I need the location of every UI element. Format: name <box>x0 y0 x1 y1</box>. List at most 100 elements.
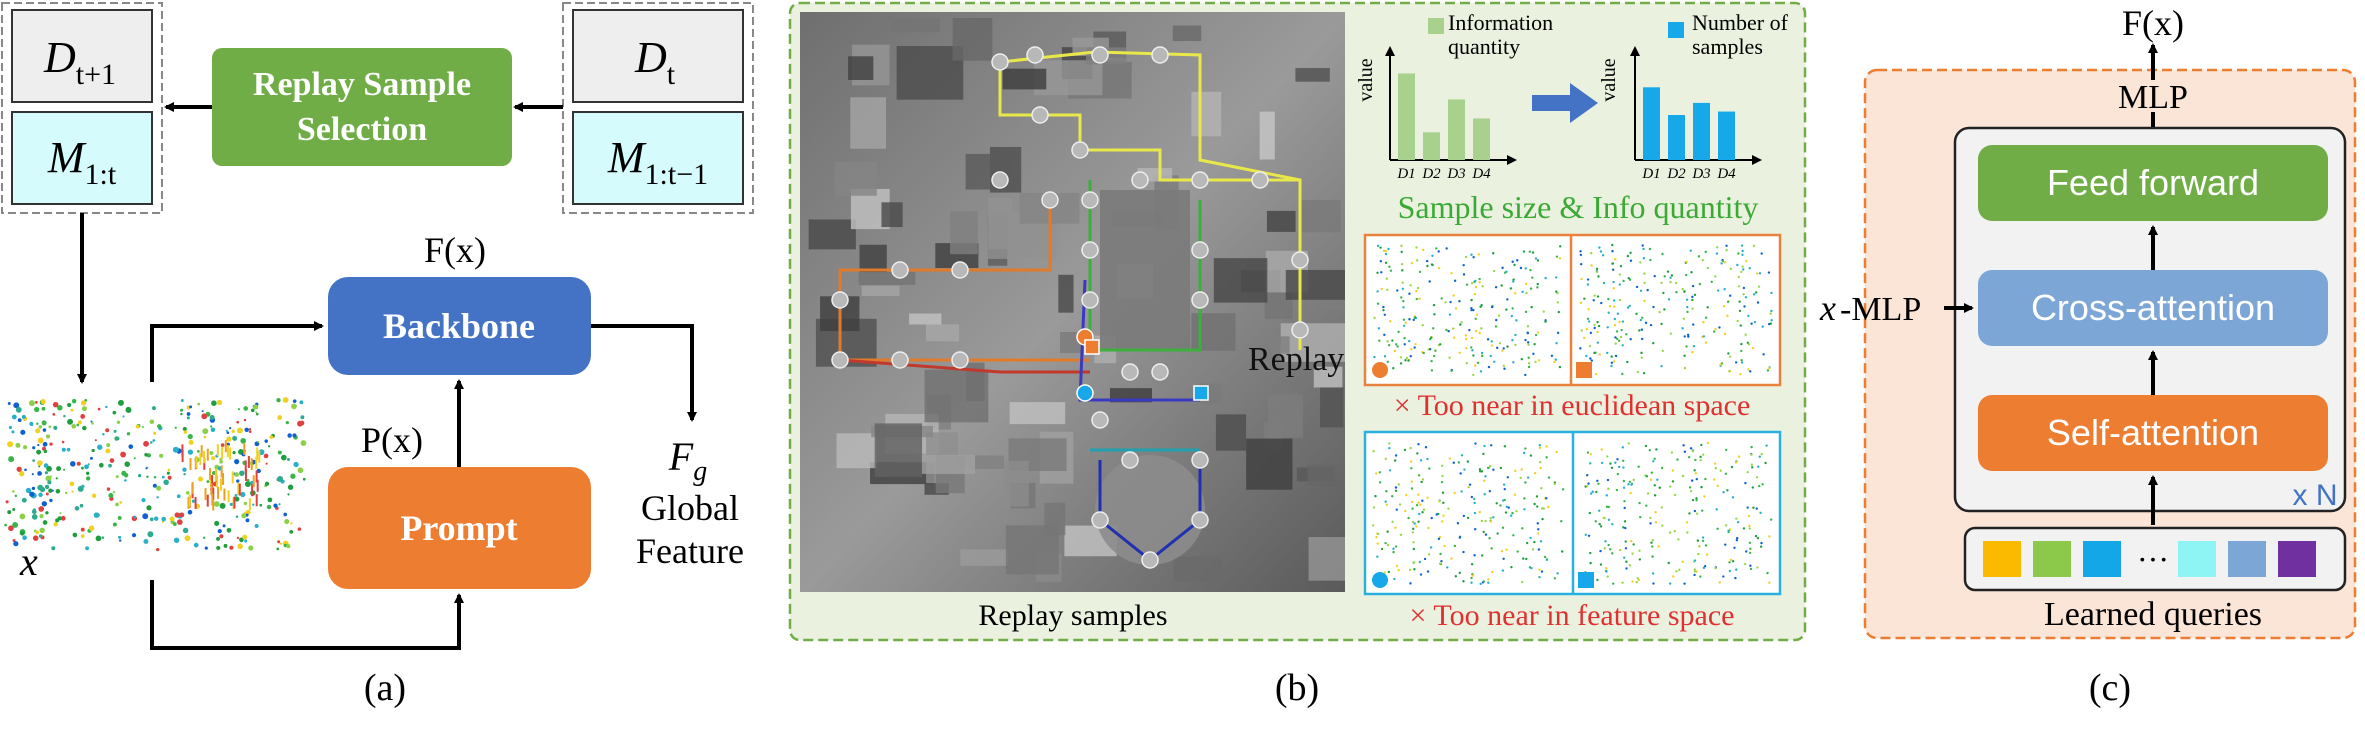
cloud-point <box>225 429 228 432</box>
scan-point <box>1701 259 1705 262</box>
scan-point <box>1479 582 1482 586</box>
scan-point <box>1580 329 1583 332</box>
map-block <box>1215 414 1247 451</box>
scan-point <box>1394 526 1397 529</box>
cloud-point <box>234 472 239 477</box>
scan-point <box>1561 550 1564 553</box>
scan-point <box>1660 506 1664 509</box>
cloud-point <box>49 442 53 446</box>
cloud-point <box>87 463 90 466</box>
scan-point <box>1389 320 1392 323</box>
scan-point <box>1623 506 1626 510</box>
scan-point <box>1744 550 1748 553</box>
scan-point <box>1468 328 1471 332</box>
cloud-building-point <box>255 494 258 507</box>
scan-point <box>1751 486 1755 489</box>
scan-point <box>1527 365 1531 369</box>
scan-point <box>1597 275 1600 278</box>
scan-point <box>1460 490 1463 493</box>
map-block <box>1313 366 1343 388</box>
scan-point <box>1462 514 1466 518</box>
cloud-point <box>128 444 134 449</box>
scan-point <box>1480 327 1483 330</box>
scan-point <box>1629 491 1632 495</box>
scan-point <box>1615 337 1619 341</box>
scan-point <box>1751 466 1754 469</box>
cloud-point <box>149 517 154 522</box>
cloud-point <box>237 408 241 411</box>
scan-point <box>1532 352 1535 356</box>
scan-point <box>1616 312 1620 315</box>
cloud-building-point <box>251 484 254 497</box>
scan-point <box>1397 569 1400 572</box>
scan-point <box>1630 483 1633 486</box>
scan-point <box>1712 330 1716 333</box>
scan-point <box>1536 286 1539 289</box>
scan-point <box>1452 327 1455 330</box>
scan-point <box>1396 345 1399 348</box>
scan-point <box>1477 253 1481 256</box>
scan-point <box>1662 291 1665 295</box>
scan-point <box>1579 262 1583 266</box>
cloud-point <box>117 516 122 520</box>
trajectory-node <box>891 351 909 369</box>
scan-point <box>1407 516 1410 520</box>
scan-point <box>1559 245 1562 248</box>
scan-point <box>1769 322 1772 325</box>
scan-point <box>1473 292 1477 296</box>
scan-point <box>1470 346 1473 349</box>
scan-point <box>1494 286 1498 289</box>
scan-point <box>1519 476 1522 480</box>
trajectory-node <box>1291 251 1309 269</box>
scan-point <box>1607 518 1611 521</box>
cloud-point <box>71 398 77 404</box>
scan-point <box>1596 295 1600 298</box>
scan-point <box>1726 314 1729 318</box>
scan-point <box>1725 244 1728 247</box>
chart-tick-label: D2 <box>1666 166 1686 182</box>
cloud-point <box>176 519 183 525</box>
scan-point <box>1474 442 1477 445</box>
scan-point <box>1454 575 1458 578</box>
scan-point <box>1383 355 1387 358</box>
scan-point <box>1681 287 1684 291</box>
cloud-point <box>19 471 25 477</box>
scan-point <box>1612 286 1615 290</box>
scan-point <box>1537 548 1541 551</box>
scan-point <box>1689 447 1693 450</box>
scan-point <box>1562 488 1565 491</box>
scan-point <box>1471 574 1475 577</box>
cloud-point <box>43 449 48 454</box>
scan-point <box>1660 466 1664 470</box>
scan-point <box>1399 533 1403 536</box>
scan-point <box>1651 545 1654 548</box>
scan-point <box>1417 474 1421 477</box>
scan-point <box>1605 494 1608 497</box>
scan-point <box>1768 581 1771 584</box>
trajectory-node <box>1081 291 1099 309</box>
scan-point <box>1404 509 1407 513</box>
scan-point <box>1613 317 1617 321</box>
cloud-point <box>5 500 9 504</box>
scan-point <box>1384 249 1388 253</box>
scan-point <box>1482 580 1486 583</box>
cloud-point <box>231 429 235 434</box>
scan-point <box>1753 320 1757 324</box>
cloud-building-point <box>200 445 203 458</box>
cloud-point <box>204 546 208 550</box>
cloud-point <box>53 425 58 430</box>
scan-point <box>1524 373 1527 377</box>
scan-point <box>1474 528 1477 531</box>
scan-point <box>1536 522 1539 525</box>
cloud-point <box>35 530 40 535</box>
scan-point <box>1764 461 1767 465</box>
scan-point <box>1424 446 1428 449</box>
scan-point <box>1558 365 1562 369</box>
scan-point <box>1402 324 1406 328</box>
scan-point <box>1606 478 1610 482</box>
scan-point <box>1409 446 1412 450</box>
scan-point <box>1756 566 1759 569</box>
scan-point <box>1741 253 1744 257</box>
scan-point <box>1513 493 1517 496</box>
scan-point <box>1512 534 1515 537</box>
